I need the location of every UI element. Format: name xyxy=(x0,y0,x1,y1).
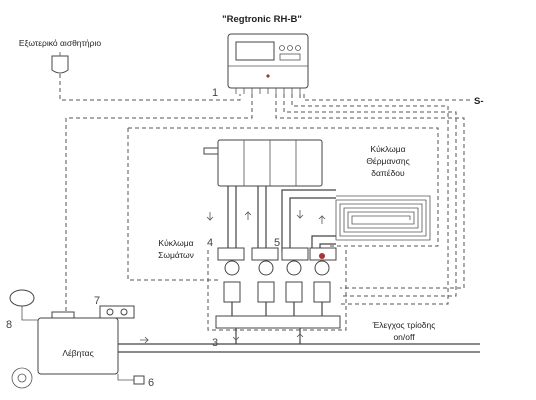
outdoor-sensor-label: Εξωτερικό αισθητήριο xyxy=(19,38,101,48)
safety-valve-group xyxy=(99,305,135,319)
floor-circuit-label-1: Κύκλωμα xyxy=(370,144,405,154)
controller-unit xyxy=(227,33,309,94)
boiler-drain xyxy=(117,374,145,385)
radiator-circuit-label-1: Κύκλωμα xyxy=(158,238,193,248)
callout-5: 5 xyxy=(274,237,280,249)
pump-valve-group xyxy=(215,247,341,329)
callout-1: 1 xyxy=(212,87,218,99)
expansion-vessel xyxy=(9,289,38,321)
radiator xyxy=(203,139,323,187)
floor-circuit-label-3: δαπέδου xyxy=(371,168,405,178)
floor-circuit-label-2: Θέρμανσης xyxy=(366,156,409,166)
valve-control-label-1: Έλεγχος τρίοδης xyxy=(372,320,436,330)
boiler-label: Λέβητας xyxy=(62,348,93,358)
valve-control-label-2: on/off xyxy=(393,332,415,342)
boiler xyxy=(37,311,119,375)
callout-7: 7 xyxy=(94,295,100,307)
callout-3: 3 xyxy=(212,337,218,349)
s-marker: S- xyxy=(474,96,484,107)
callout-6: 6 xyxy=(148,377,154,389)
floor-heating-coil xyxy=(335,195,431,241)
outdoor-sensor-icon xyxy=(51,52,69,74)
callout-8: 8 xyxy=(6,319,12,331)
diagram-title: "Regtronic RH-B" xyxy=(222,14,302,25)
radiator-circuit-label-2: Σωμάτων xyxy=(158,250,194,260)
callout-4: 4 xyxy=(207,237,213,249)
